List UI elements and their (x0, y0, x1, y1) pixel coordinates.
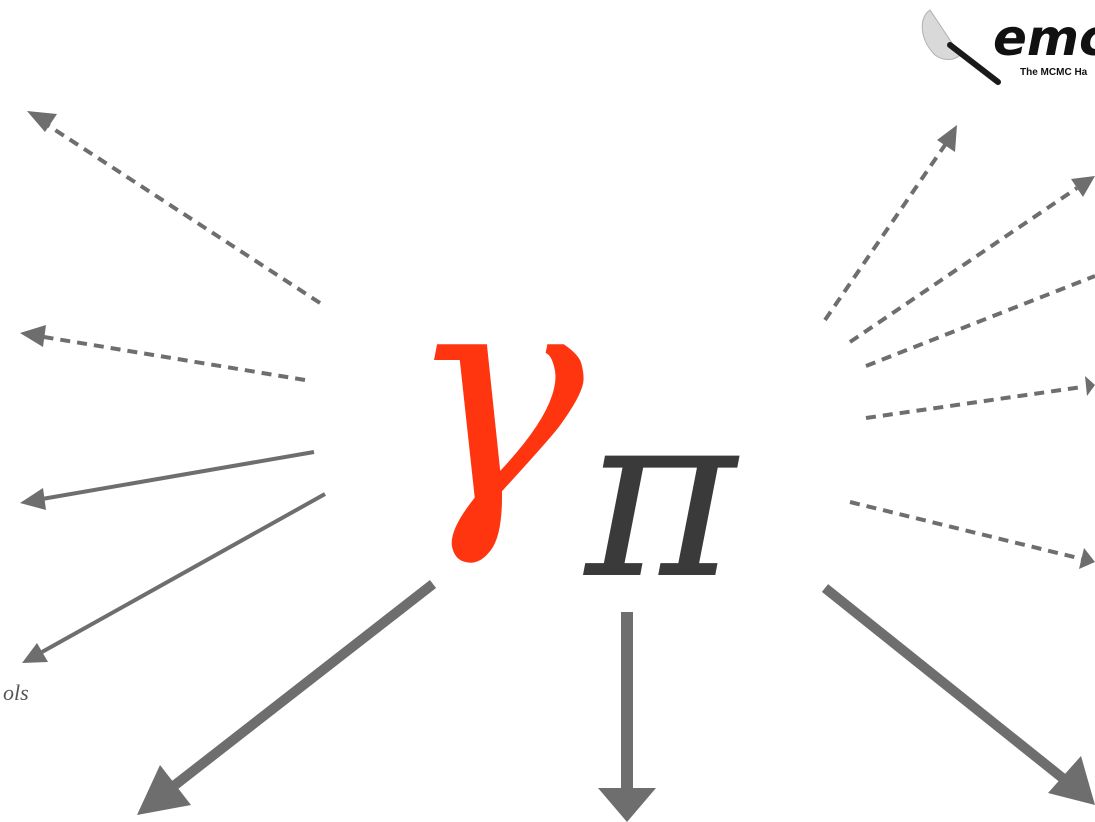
arrow-dashed-right-2 (848, 186, 1079, 344)
arrowhead-right-2 (1071, 176, 1095, 197)
bottom-thick-arrows (137, 580, 1095, 822)
arrowhead-mid-left (20, 488, 46, 510)
emcee-logo: emc The MCMC Ha (921, 9, 1095, 85)
arrow-dashed-right-5 (849, 500, 1083, 561)
arrow-solid-low-left (41, 492, 326, 654)
arrow-dashed-left (43, 335, 306, 382)
arrowhead-left (20, 325, 46, 347)
left-dashed-arrows (20, 111, 322, 382)
emcee-tagline: The MCMC Ha (1020, 67, 1088, 78)
arrow-dashed-upper-left (44, 122, 322, 305)
arrowhead-upper-left (27, 111, 57, 132)
emcee-broom-icon (921, 9, 1001, 85)
arrow-thick-bottom-left (171, 580, 437, 789)
arrowhead-low-left (22, 643, 48, 663)
gamma-glyph: γ (405, 222, 588, 571)
arrow-dashed-right-4 (865, 385, 1083, 420)
arrowhead-bottom-left (137, 765, 191, 815)
arrow-solid-mid-left (41, 450, 315, 501)
arrow-thick-bottom-right (821, 584, 1069, 784)
arrowhead-bottom-right (1048, 756, 1095, 805)
arrow-dashed-right-3 (865, 274, 1095, 368)
arrow-dashed-right-1 (823, 143, 947, 322)
right-dashed-arrows (823, 125, 1095, 569)
emcee-wordmark: emc (993, 9, 1095, 67)
gamma-pi-logo: γ π (405, 222, 740, 630)
arrowhead-right-5 (1079, 548, 1095, 569)
arrowhead-bottom-center (598, 788, 656, 822)
broom-handle (947, 42, 1001, 85)
arrowhead-right-1 (937, 125, 957, 152)
lower-left-label: ols (3, 680, 29, 705)
pi-glyph: π (582, 363, 740, 630)
arrowhead-right-4 (1085, 376, 1095, 396)
left-solid-arrows (20, 450, 326, 663)
